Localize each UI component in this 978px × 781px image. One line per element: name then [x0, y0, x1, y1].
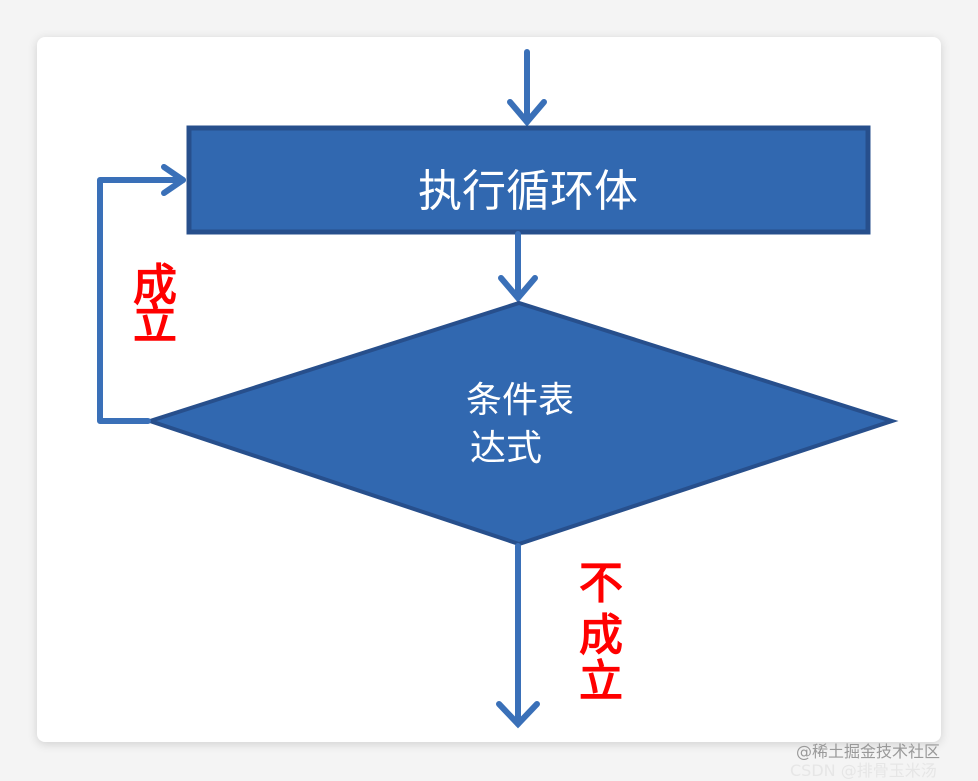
true-label-line1: 成 [133, 260, 177, 311]
entry-arrow [507, 49, 547, 127]
true-label-line2: 立 [133, 298, 177, 349]
process-box [186, 125, 871, 235]
decision-diamond [143, 300, 899, 547]
decision-label-line2: 达式 [470, 428, 542, 469]
false-label-line1: 不 [579, 558, 623, 609]
loop-back-arrow [97, 164, 186, 424]
juejin-watermark: @稀土掘金技术社区 [796, 742, 941, 761]
csdn-watermark: CSDN @排骨玉米汤 [790, 761, 937, 780]
decision-label-line1: 条件表 [466, 380, 574, 421]
false-label-line3: 立 [579, 656, 623, 707]
false-label-line2: 成 [579, 610, 623, 661]
exit-arrow [496, 543, 540, 729]
process-box-label: 执行循环体 [418, 166, 638, 217]
arrow-to-decision [498, 231, 538, 303]
